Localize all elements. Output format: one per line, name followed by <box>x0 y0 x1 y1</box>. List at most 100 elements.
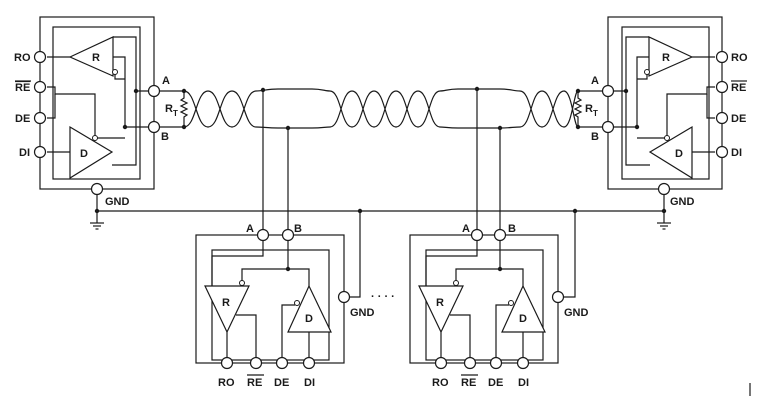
cable-right-twist <box>519 90 579 128</box>
bottom-left-label-ro: RO <box>218 377 235 389</box>
right-pin-gnd <box>657 182 671 196</box>
right-driver-label: D <box>675 148 683 160</box>
bottom-right-pin-ro <box>434 356 448 370</box>
bottom-left-label-gnd: GND <box>350 307 375 319</box>
bottom-left-label-re: RE <box>247 377 262 389</box>
right-label-re: RE <box>731 82 746 94</box>
bottom-right-pin-a <box>470 228 484 242</box>
left-pin-b <box>147 120 161 134</box>
left-rx-b-wire <box>113 56 154 128</box>
bottom-left-rx-a-wire <box>211 241 264 286</box>
left-transceiver: R D RO RE DE DI A B GND <box>14 16 189 230</box>
left-pin-de <box>33 111 47 125</box>
right-label-gnd: GND <box>670 196 695 208</box>
bottom-left-pin-ro <box>220 356 234 370</box>
bottom-right-transceiver-inner-frame <box>425 249 544 361</box>
right-transceiver: R D RO RE DE DI A B GND <box>573 16 748 230</box>
bottom-right-label-re: RE <box>461 377 476 389</box>
bottom-left-pin-b <box>281 228 295 242</box>
bottom-right-tx-out-wire <box>500 268 524 286</box>
bottom-right-de-re-wire <box>450 314 471 357</box>
bottom-left-pin-gnd <box>337 290 351 304</box>
bottom-right-receiver-label: R <box>436 297 444 309</box>
bottom-right-pin-de <box>489 356 503 370</box>
bottom-left-receiver-label: R <box>222 297 230 309</box>
cable-left-parallel <box>255 88 331 129</box>
right-junction-a <box>623 88 629 94</box>
left-label-gnd: GND <box>105 196 130 208</box>
left-label-b: B <box>161 131 169 143</box>
right-pin-di <box>715 145 729 159</box>
bottom-left-receiver-enable-bubble <box>239 280 245 286</box>
left-rx-a-wire <box>113 36 154 92</box>
bottom-right-transceiver: R D A B RO RE DE DI GND <box>409 89 589 389</box>
left-rt-subscript: T <box>173 109 178 118</box>
bottom-left-de-re-wire <box>236 314 257 357</box>
bottom-right-receiver-enable-bubble <box>453 280 459 286</box>
right-driver-enable-bubble <box>664 135 670 141</box>
left-transceiver-body <box>39 16 155 190</box>
right-receiver-label: R <box>662 52 670 64</box>
bottom-left-transceiver-inner-frame <box>211 249 330 361</box>
bottom-left-label-b: B <box>294 223 302 235</box>
left-label-a: A <box>162 75 170 87</box>
right-pin-de <box>715 111 729 125</box>
right-receiver-enable-bubble <box>644 69 650 75</box>
right-rx-b-wire <box>608 56 649 128</box>
left-label-de: DE <box>15 113 30 125</box>
bottom-right-rx-a-wire <box>425 241 478 286</box>
bottom-right-label-di: DI <box>518 377 529 389</box>
left-pin-a <box>147 84 161 98</box>
right-transceiver-inner-frame <box>621 26 710 180</box>
bottom-left-de-wire <box>281 304 295 357</box>
right-label-b: B <box>591 131 599 143</box>
right-de-wire <box>706 94 715 119</box>
bottom-right-label-b: B <box>508 223 516 235</box>
right-label-de: DE <box>731 113 746 125</box>
left-de-wire <box>47 94 56 119</box>
right-rx-a-wire <box>608 36 649 92</box>
left-driver-enable-bubble <box>92 135 98 141</box>
bottom-left-gnd-wire <box>350 211 361 298</box>
left-pin-di <box>33 145 47 159</box>
bottom-left-label-de: DE <box>274 377 289 389</box>
bottom-right-driver-triangle <box>501 284 546 333</box>
right-rt-subscript: T <box>593 109 598 118</box>
left-label-di: DI <box>19 147 30 159</box>
left-rx-enable-wire <box>114 74 125 80</box>
bottom-left-pin-de <box>275 356 289 370</box>
bottom-left-pin-a <box>256 228 270 242</box>
bottom-right-pin-di <box>516 356 530 370</box>
left-transceiver-inner-frame <box>52 26 141 180</box>
bottom-right-label-ro: RO <box>432 377 449 389</box>
bottom-left-receiver-triangle <box>204 285 250 334</box>
cable-right-parallel <box>439 88 521 129</box>
bottom-left-tx-out-wire <box>288 268 310 286</box>
right-transceiver-body <box>607 16 723 190</box>
twisted-pair-cable <box>183 86 579 131</box>
right-tx-a-wire <box>625 91 650 166</box>
right-termination-resistor: R T <box>573 88 602 130</box>
left-tx-a-wire <box>112 91 137 166</box>
right-label-di: DI <box>731 147 742 159</box>
left-driver-triangle <box>69 125 114 180</box>
right-rx-enable-wire <box>637 74 648 80</box>
right-pin-b <box>601 120 615 134</box>
right-pin-ro <box>715 50 729 64</box>
bottom-left-junction-b <box>285 266 291 272</box>
right-pin-a <box>601 84 615 98</box>
bottom-left-transceiver: R D A B RO RE DE DI GND <box>195 90 375 389</box>
right-receiver-triangle <box>648 36 694 77</box>
cable-middle-twist <box>329 90 441 128</box>
cable-left-twist <box>183 90 257 128</box>
right-rt-label: R <box>585 103 593 115</box>
bottom-right-receiver-triangle <box>418 285 464 334</box>
bottom-right-driver-enable-bubble <box>508 300 514 306</box>
bottom-right-pin-re <box>463 356 477 370</box>
left-label-re: RE <box>15 82 30 94</box>
bottom-left-driver-triangle <box>287 284 332 333</box>
bottom-right-driver-label: D <box>519 313 527 325</box>
right-ground-symbol-icon <box>657 222 671 230</box>
right-pin-re <box>715 80 729 94</box>
